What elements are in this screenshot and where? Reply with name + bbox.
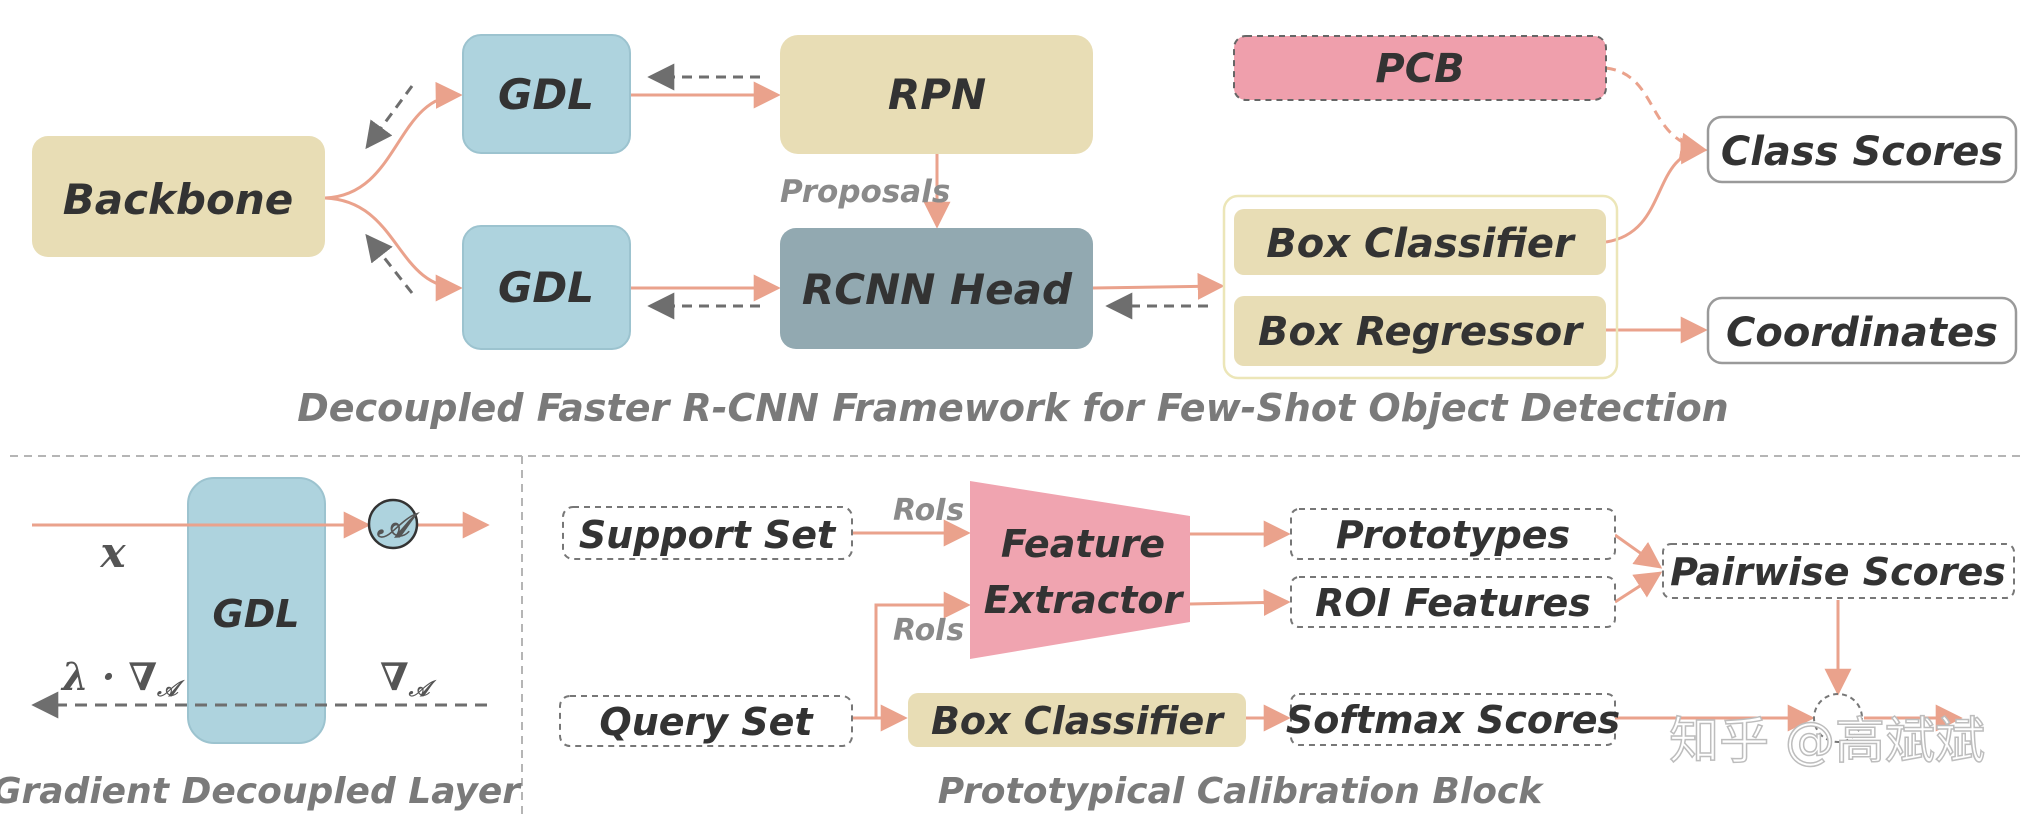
arrow-extractor-to-roi-features (1189, 588, 1291, 616)
gdl-top-label: GDL (498, 70, 594, 119)
box-regressor-label: Box Regressor (1258, 309, 1584, 355)
box-regressor-block: Box Regressor (1234, 296, 1606, 366)
arrow-backbone-to-gdl-top (324, 81, 463, 200)
gdl-caption: Gradient Decoupled Layer (0, 771, 522, 812)
watermark: 知乎 @高斌斌 (1669, 712, 1985, 770)
lambda-gradient-label: λ · ∇𝒜 (60, 654, 186, 702)
softmax-scores-label: Softmax Scores (1286, 698, 1620, 742)
backbone-block: Backbone (32, 136, 325, 257)
prototypes-block: Prototypes (1290, 508, 1616, 560)
roi-features-block: ROI Features (1290, 576, 1616, 628)
feature-extractor-block: Feature Extractor (970, 481, 1190, 659)
rpn-block: RPN (780, 35, 1093, 154)
feature-extractor-label-line1: Feature (1001, 522, 1165, 566)
arrow-backbone-to-gdl-bottom (324, 196, 463, 302)
pcb-caption: Prototypical Calibration Block (938, 771, 1545, 812)
gradient-label: ∇𝒜 (380, 654, 438, 702)
gdl-detail-block (187, 477, 326, 744)
pairwise-scores-block: Pairwise Scores (1662, 543, 2015, 599)
support-set-label: Support Set (579, 513, 837, 557)
fusion-node (1813, 693, 1863, 743)
box-classifier-label: Box Classifier (1266, 221, 1576, 267)
pcb-box-classifier-label: Box Classifier (931, 699, 1225, 743)
feature-extractor-label-line2: Extractor (984, 578, 1185, 622)
framework-connectors (324, 63, 1708, 344)
pcb-panel: RoIs RoIs Support Set Query Set Feature … (559, 481, 2015, 812)
arrow-prototypes-to-pairwise (1614, 533, 1663, 569)
softmax-scores-block: Softmax Scores (1286, 693, 1620, 746)
coordinates-label: Coordinates (1726, 310, 1998, 356)
pcb-label: PCB (1375, 46, 1464, 92)
arrow-roi-features-to-pairwise (1614, 571, 1663, 604)
coordinates-output: Coordinates (1706, 296, 2018, 365)
rois-top-label: RoIs (893, 493, 964, 528)
grad-arrow-bottom-diag (365, 233, 414, 294)
support-set-block: Support Set (562, 506, 853, 560)
rpn-label: RPN (888, 70, 986, 119)
rcnn-head-block: RCNN Head (780, 228, 1093, 349)
arrow-pcb-to-class-scores (1605, 66, 1708, 160)
proposals-label: Proposals (780, 174, 950, 210)
arrow-classifier-to-class-scores (1605, 137, 1708, 244)
heads-group (1222, 194, 1619, 380)
gdl-panel: 𝒜 x GDL λ · ∇𝒜 ∇𝒜 Gradient Decoupled Lay… (0, 477, 522, 812)
gdl-bottom-label: GDL (498, 263, 594, 312)
rois-bottom-label: RoIs (893, 613, 964, 648)
arrow-rcnn-to-heads (1092, 272, 1225, 300)
class-scores-label: Class Scores (1721, 129, 2003, 175)
framework-panel: Backbone GDL GDL RPN Proposals RCNN Head… (32, 34, 2018, 430)
input-x-label: x (99, 528, 126, 577)
prototypes-label: Prototypes (1336, 513, 1570, 557)
gdl-top-block: GDL (462, 34, 631, 154)
framework-caption: Decoupled Faster R-CNN Framework for Few… (297, 386, 1728, 430)
grad-arrow-top-diag (365, 85, 414, 150)
affine-node (367, 498, 419, 550)
pcb-box-classifier-block: Box Classifier (908, 693, 1246, 747)
arrow-query-to-extractor (852, 591, 971, 720)
box-classifier-block: Box Classifier (1234, 209, 1606, 275)
class-scores-output: Class Scores (1706, 115, 2018, 184)
gdl-detail-label: GDL (213, 592, 300, 636)
roi-features-label: ROI Features (1315, 581, 1591, 625)
backbone-label: Backbone (63, 175, 294, 224)
gdl-bottom-block: GDL (462, 225, 631, 350)
pairwise-scores-label: Pairwise Scores (1670, 550, 2006, 594)
pcb-block: PCB (1233, 35, 1607, 101)
rcnn-head-label: RCNN Head (802, 265, 1073, 314)
query-set-block: Query Set (559, 695, 853, 747)
query-set-label: Query Set (599, 700, 814, 744)
